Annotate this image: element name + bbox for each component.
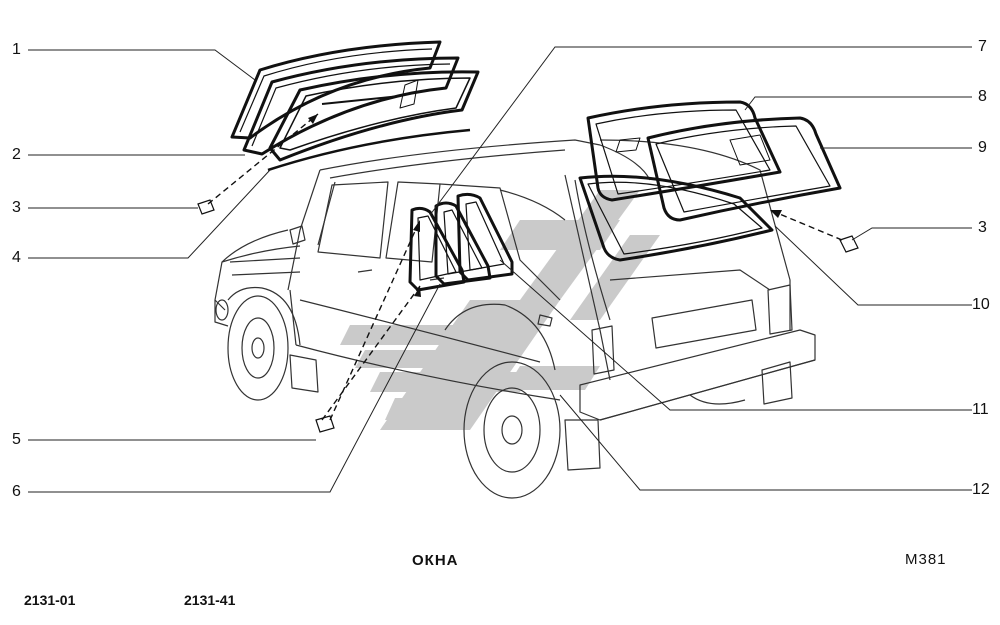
callout-9: 9 — [978, 139, 987, 156]
model-label-2131-01: 2131-01 — [24, 592, 76, 608]
callout-8: 8 — [978, 88, 987, 105]
model-label-2131-41: 2131-41 — [184, 592, 236, 608]
arrow-heads — [308, 114, 782, 297]
watermark-logo — [340, 190, 660, 430]
callout-12: 12 — [972, 481, 990, 498]
clip-parts — [197, 199, 859, 433]
callout-3-right: 3 — [978, 219, 987, 236]
side-window-parts — [408, 192, 514, 292]
figure-code: M381 — [905, 551, 947, 568]
callout-11: 11 — [972, 401, 989, 418]
callout-1: 1 — [12, 41, 21, 58]
figure-title: ОКНА — [412, 552, 459, 569]
callout-4: 4 — [12, 249, 21, 266]
assembly-arrows — [207, 113, 843, 421]
rear-window-parts — [578, 100, 842, 262]
car-body — [214, 139, 816, 499]
leader-lines — [28, 46, 972, 493]
callout-5: 5 — [12, 431, 21, 448]
callout-3-left: 3 — [12, 199, 21, 216]
windshield-parts — [230, 40, 480, 172]
callout-6: 6 — [12, 483, 21, 500]
callout-7: 7 — [978, 38, 987, 55]
callout-2: 2 — [12, 146, 21, 163]
callout-10: 10 — [972, 296, 990, 313]
